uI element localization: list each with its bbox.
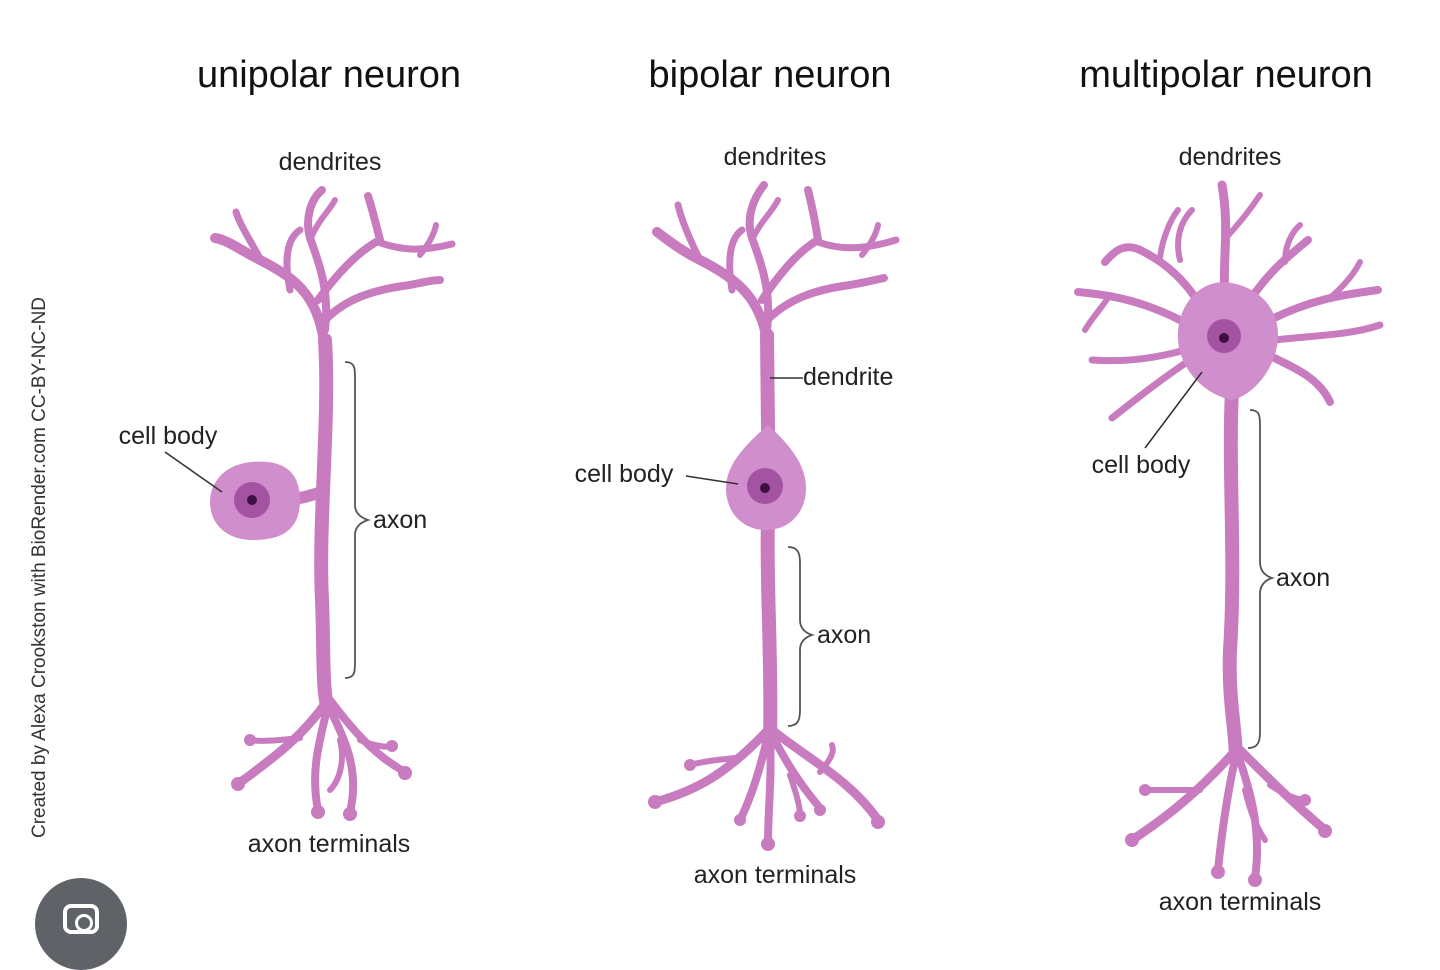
multipolar-axon-terminals-label: axon terminals [1159,888,1322,916]
unipolar-neuron: unipolar neuron dendrites [119,54,461,858]
bipolar-axon-terminals-label: axon terminals [694,861,857,889]
multipolar-neuron: multipolar neuron dendrites [1074,54,1384,916]
multipolar-axon-brace [1247,409,1275,749]
bipolar-cell-body-label: cell body [575,460,674,488]
neuron-types-diagram: Created by Alexa Crookston with BioRende… [29,54,1384,916]
unipolar-axon-label: axon [373,506,427,534]
unipolar-dendrites-label: dendrites [279,148,382,176]
bipolar-cell-body [726,425,806,530]
camera-lens-icon [63,904,99,934]
multipolar-axon-label: axon [1276,564,1330,592]
bipolar-neuron: bipolar neuron dendrites [575,54,900,889]
multipolar-terminal-knobs [1125,784,1332,887]
multipolar-dendrites-label: dendrites [1179,143,1282,171]
unipolar-cell-body [210,461,300,540]
multipolar-title: multipolar neuron [1079,54,1373,96]
multipolar-cell-body [1177,282,1278,400]
bipolar-axon-label: axon [817,621,871,649]
bipolar-axon-brace [787,546,815,727]
unipolar-axon-terminals-label: axon terminals [248,830,411,858]
bipolar-neuron-body [650,181,900,846]
bipolar-cell-body-leader [685,475,739,485]
unipolar-terminal-knobs [231,734,412,821]
unipolar-cell-body-leader [164,451,223,493]
unipolar-cell-body-label: cell body [119,422,218,450]
unipolar-title: unipolar neuron [197,54,461,96]
bipolar-dendrite-label: dendrite [803,363,893,391]
multipolar-cell-body-leader [1144,371,1203,449]
bipolar-dendrites-label: dendrites [724,143,827,171]
multipolar-cell-body-label: cell body [1092,451,1191,479]
bipolar-terminal-knobs [648,759,885,851]
camera-lens-button[interactable] [35,878,127,970]
unipolar-axon-brace [344,361,371,679]
bipolar-title: bipolar neuron [649,54,892,96]
unipolar-neuron-body [210,186,456,816]
credit-text: Created by Alexa Crookston with BioRende… [29,297,50,838]
